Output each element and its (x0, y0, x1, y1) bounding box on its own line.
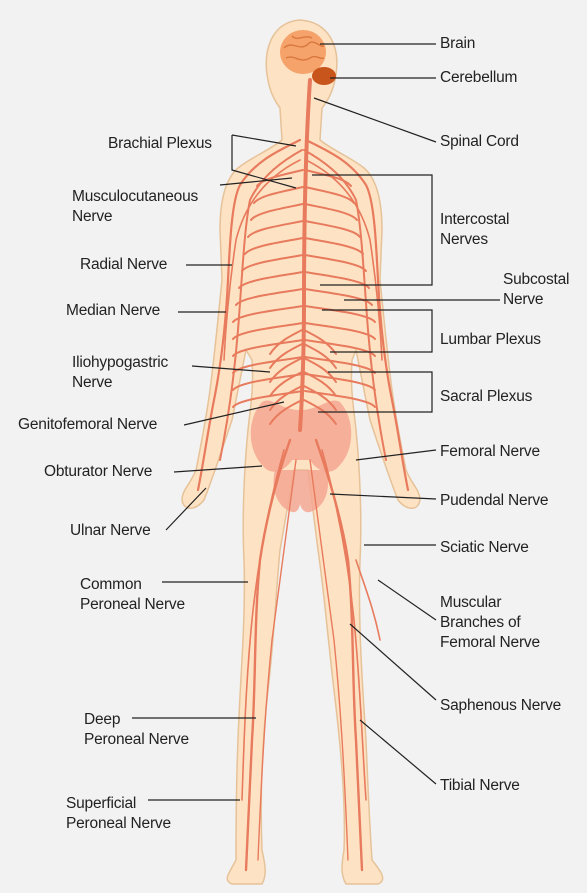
label-femoral-nerve: Femoral Nerve (440, 442, 540, 462)
label-tibial-nerve: Tibial Nerve (440, 776, 520, 796)
label-muscular-branches: Muscular Branches of Femoral Nerve (440, 593, 540, 653)
label-subcostal-nerve: Subcostal Nerve (503, 270, 569, 310)
label-genitofemoral-nerve: Genitofemoral Nerve (18, 415, 157, 435)
label-sacral-plexus: Sacral Plexus (440, 387, 532, 407)
label-brachial-plexus: Brachial Plexus (108, 134, 212, 154)
brain-shape (280, 30, 326, 74)
label-superficial-peroneal-nerve: Superficial Peroneal Nerve (66, 794, 171, 834)
label-iliohypogastric-nerve: Iliohypogastric Nerve (72, 353, 168, 393)
label-musculocutaneous-nerve: Musculocutaneous Nerve (72, 187, 198, 227)
label-sciatic-nerve: Sciatic Nerve (440, 538, 529, 558)
label-common-peroneal-nerve: Common Peroneal Nerve (80, 575, 185, 615)
label-cerebellum: Cerebellum (440, 68, 517, 88)
label-intercostal-nerves: Intercostal Nerves (440, 210, 509, 250)
label-ulnar-nerve: Ulnar Nerve (70, 521, 151, 541)
label-lumbar-plexus: Lumbar Plexus (440, 330, 541, 350)
label-radial-nerve: Radial Nerve (80, 255, 167, 275)
label-deep-peroneal-nerve: Deep Peroneal Nerve (84, 710, 189, 750)
label-saphenous-nerve: Saphenous Nerve (440, 696, 561, 716)
label-median-nerve: Median Nerve (66, 301, 160, 321)
leader-muscular-branches (378, 580, 436, 620)
cerebellum-shape (312, 67, 336, 85)
leader-spinal-cord (314, 98, 436, 142)
label-pudendal-nerve: Pudendal Nerve (440, 491, 548, 511)
label-brain: Brain (440, 34, 475, 54)
label-spinal-cord: Spinal Cord (440, 132, 519, 152)
leader-tibial (360, 720, 436, 784)
label-obturator-nerve: Obturator Nerve (44, 462, 152, 482)
